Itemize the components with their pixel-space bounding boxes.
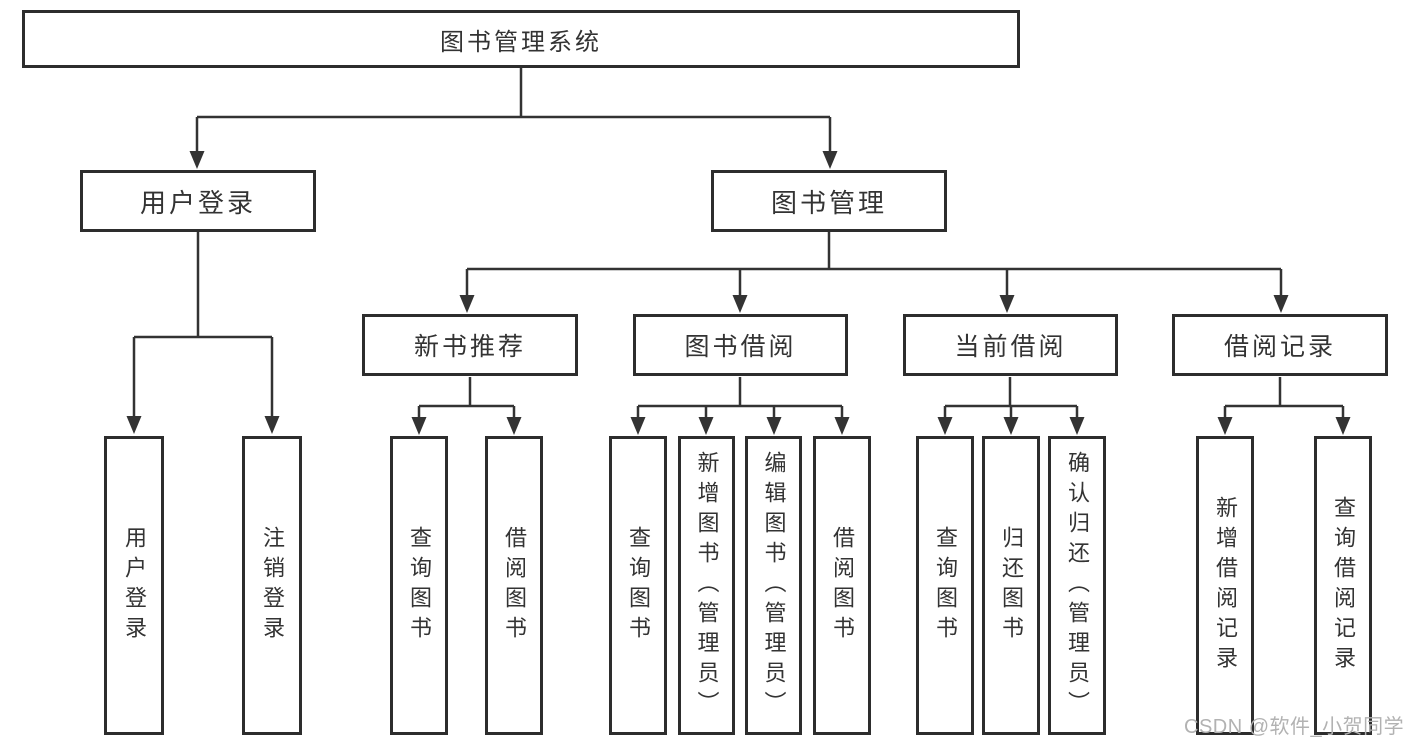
leaf-borrow-edit-books-admin: 编辑图书（管理员） bbox=[745, 436, 802, 735]
leaf-newbook-borrow-books-label: 借阅图书 bbox=[502, 525, 527, 646]
node-borrow-records: 借阅记录 bbox=[1172, 314, 1388, 376]
leaf-records-add-record: 新增借阅记录 bbox=[1196, 436, 1254, 735]
leaf-user-login: 用户登录 bbox=[104, 436, 164, 735]
leaf-current-query-books: 查询图书 bbox=[916, 436, 974, 735]
node-book-borrow: 图书借阅 bbox=[633, 314, 848, 376]
leaf-current-confirm-return-admin-label: 确认归还（管理员） bbox=[1065, 450, 1090, 721]
leaf-user-login-label: 用户登录 bbox=[122, 525, 147, 646]
node-book-manage-label: 图书管理 bbox=[770, 187, 887, 218]
leaf-current-return-books: 归还图书 bbox=[982, 436, 1040, 735]
leaf-borrow-query-books: 查询图书 bbox=[609, 436, 667, 735]
leaf-current-return-books-label: 归还图书 bbox=[999, 525, 1024, 646]
node-new-book-recommend: 新书推荐 bbox=[362, 314, 578, 376]
leaf-newbook-query-books-label: 查询图书 bbox=[407, 525, 432, 646]
leaf-borrow-query-books-label: 查询图书 bbox=[626, 525, 651, 646]
node-new-book-recommend-label: 新书推荐 bbox=[413, 333, 526, 361]
leaf-borrow-add-books-admin: 新增图书（管理员） bbox=[678, 436, 735, 735]
leaf-records-add-record-label: 新增借阅记录 bbox=[1213, 495, 1238, 676]
leaf-borrow-add-books-admin-label: 新增图书（管理员） bbox=[694, 450, 720, 721]
leaf-newbook-borrow-books: 借阅图书 bbox=[485, 436, 543, 735]
node-book-borrow-label: 图书借阅 bbox=[684, 333, 797, 361]
node-root-label: 图书管理系统 bbox=[440, 28, 602, 56]
leaf-records-query-record-label: 查询借阅记录 bbox=[1331, 495, 1356, 676]
node-root: 图书管理系统 bbox=[22, 10, 1020, 68]
leaf-logout-login: 注销登录 bbox=[242, 436, 302, 735]
node-book-manage: 图书管理 bbox=[711, 170, 947, 232]
node-user-login: 用户登录 bbox=[80, 170, 316, 232]
leaf-borrow-borrow-books: 借阅图书 bbox=[813, 436, 871, 735]
leaf-borrow-borrow-books-label: 借阅图书 bbox=[830, 525, 855, 646]
watermark: CSDN @软件_小贺同学 bbox=[1184, 716, 1405, 738]
node-current-borrow-label: 当前借阅 bbox=[954, 333, 1067, 361]
leaf-records-query-record: 查询借阅记录 bbox=[1314, 436, 1372, 735]
node-current-borrow: 当前借阅 bbox=[903, 314, 1118, 376]
node-user-login-label: 用户登录 bbox=[139, 187, 256, 218]
leaf-current-confirm-return-admin: 确认归还（管理员） bbox=[1048, 436, 1106, 735]
leaf-newbook-query-books: 查询图书 bbox=[390, 436, 448, 735]
leaf-logout-login-label: 注销登录 bbox=[260, 525, 285, 646]
leaf-current-query-books-label: 查询图书 bbox=[933, 525, 958, 646]
leaf-borrow-edit-books-admin-label: 编辑图书（管理员） bbox=[761, 450, 787, 721]
node-borrow-records-label: 借阅记录 bbox=[1223, 333, 1336, 361]
